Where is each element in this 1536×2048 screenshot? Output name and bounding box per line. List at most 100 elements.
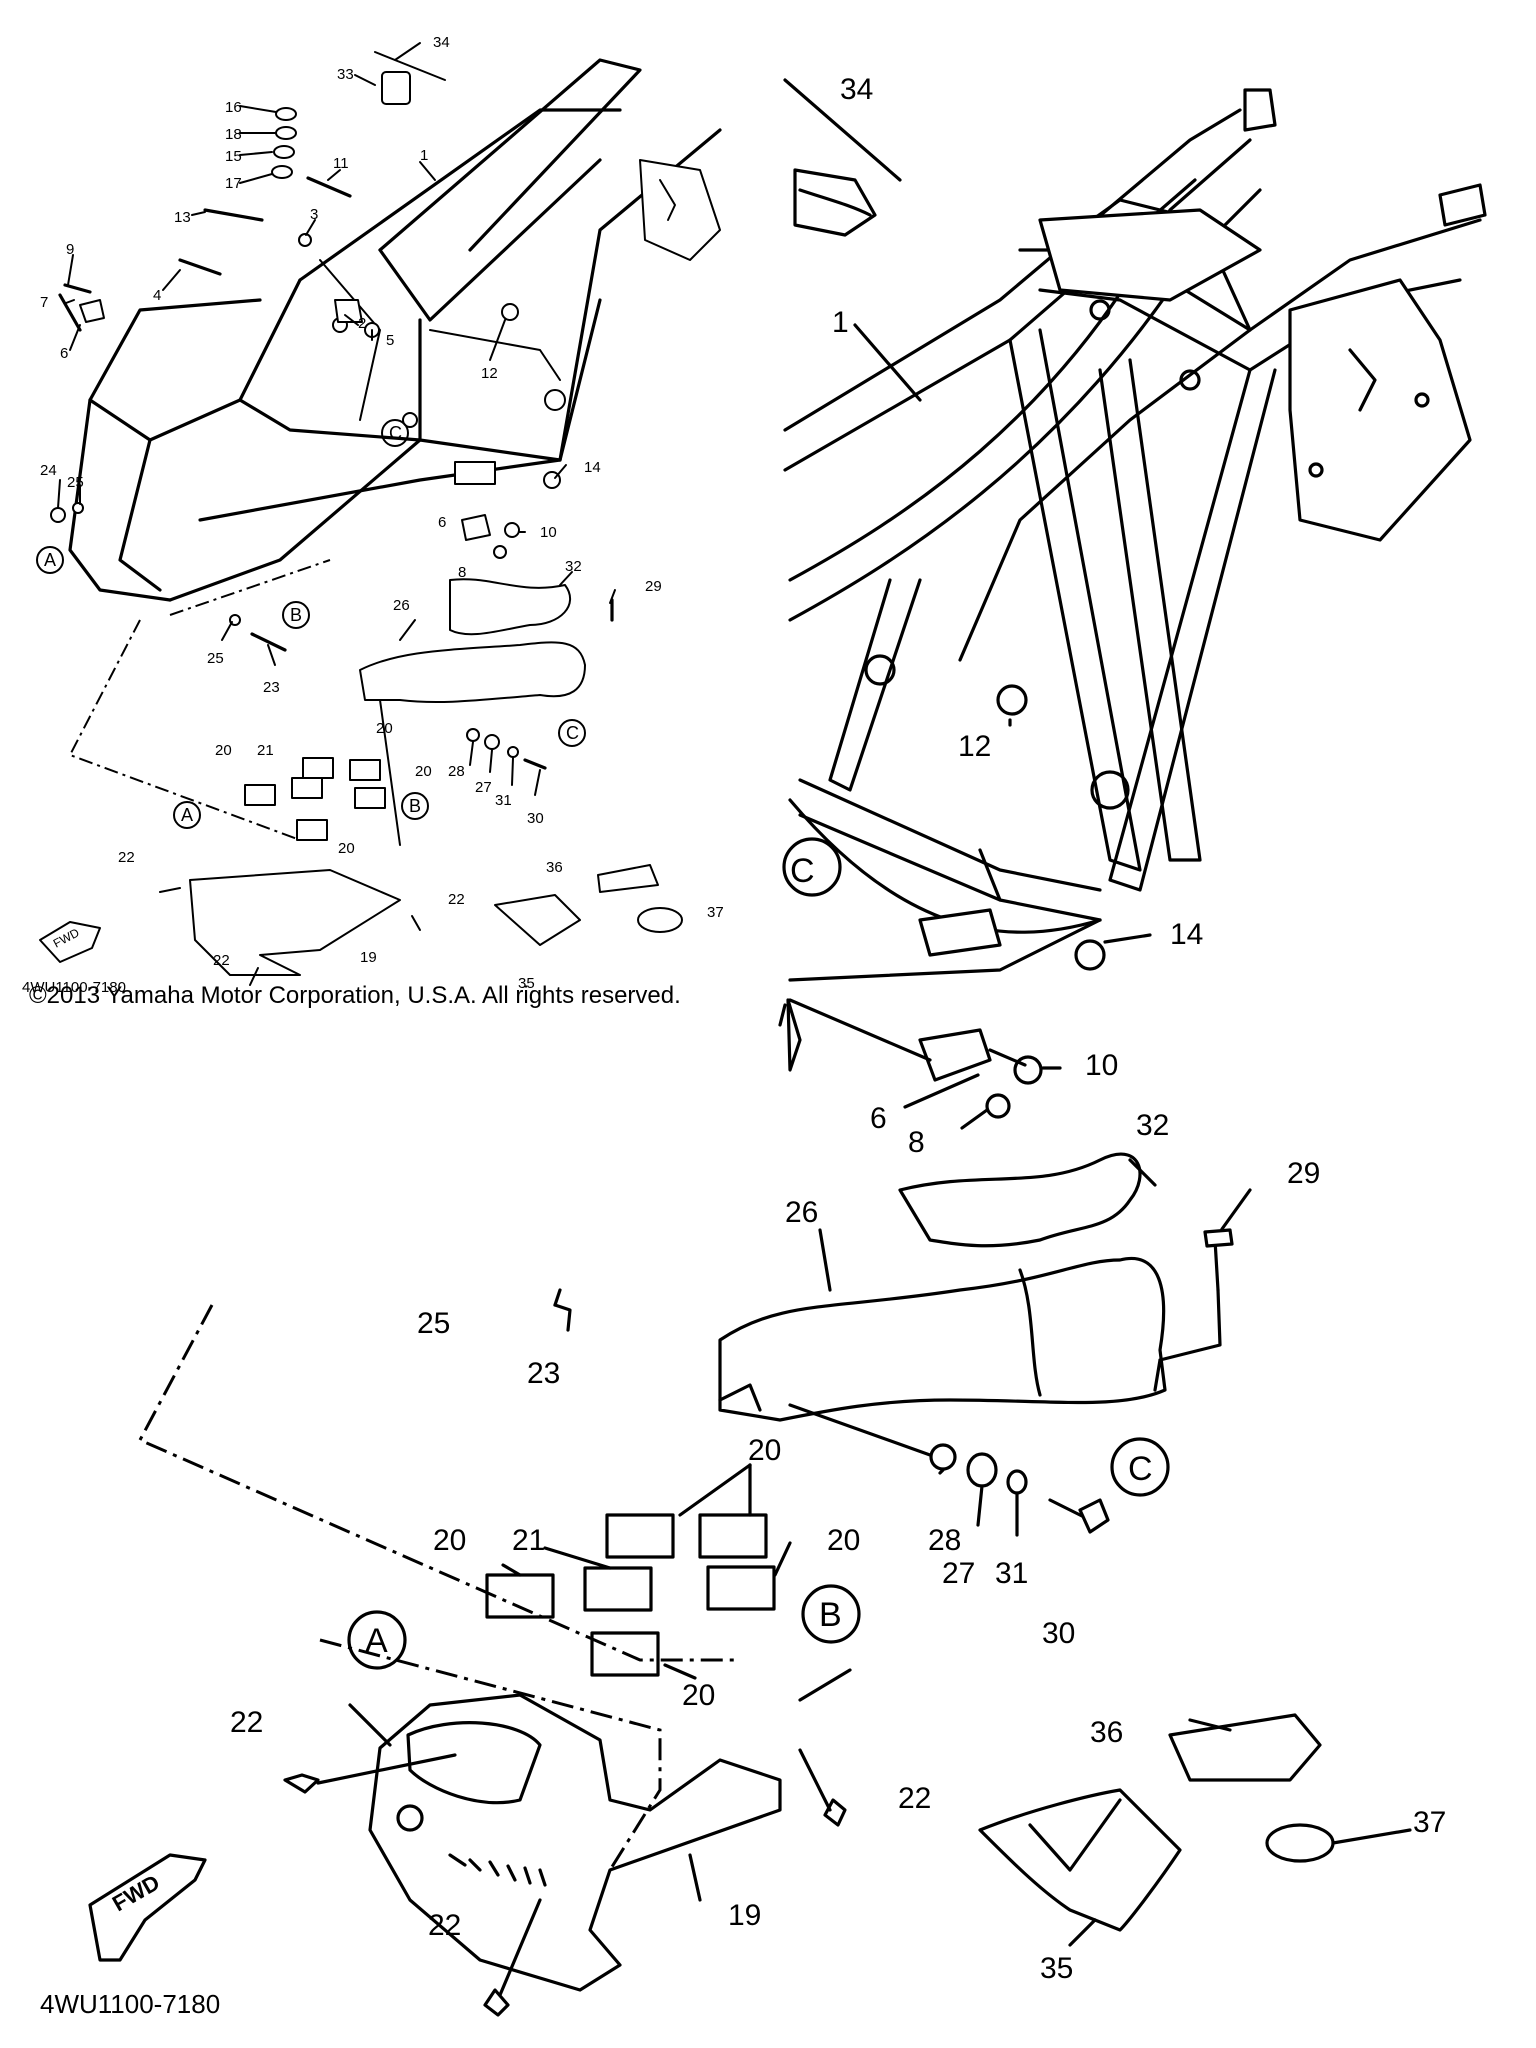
diagram-code-zoom: 4WU1100-7180 <box>40 1989 220 2019</box>
part-20b-block-zoom-icon <box>605 1513 675 1559</box>
part-6-plate-icon <box>79 299 105 323</box>
part-27-zoom-icon <box>966 1452 998 1488</box>
callout-23: 23 <box>263 679 280 696</box>
part-7-bolt-icon <box>58 293 82 332</box>
callout-19-zoom: 19 <box>728 1899 761 1932</box>
ref-c-zoom-partial-label: C <box>790 852 815 890</box>
part-36-zoom-icon <box>1168 1713 1322 1782</box>
callout-4: 4 <box>153 287 161 304</box>
part-32-pad-zoom-icon <box>898 1152 1142 1248</box>
callout-29-zoom: 29 <box>1287 1157 1320 1190</box>
callout-1: 1 <box>420 147 428 164</box>
callout-22a-zoom: 22 <box>230 1706 263 1739</box>
part-19-skid-icon <box>189 869 401 976</box>
part-20c-block-icon <box>349 759 381 781</box>
leader-lines-overview <box>57 42 616 846</box>
leader-lines-zoomed <box>348 323 1412 1947</box>
part-19-skid-zoom-icon <box>368 1693 782 1992</box>
callout-36-zoom: 36 <box>1090 1716 1123 1749</box>
part-27-icon <box>484 734 500 750</box>
part-23-bolt-icon <box>250 632 287 652</box>
callout-8: 8 <box>458 564 466 581</box>
callout-11: 11 <box>333 155 349 172</box>
part-21-block-zoom-icon <box>583 1566 653 1612</box>
callout-25b: 25 <box>207 650 224 667</box>
part-10-nut-icon <box>504 522 520 538</box>
callout-33: 33 <box>337 66 354 83</box>
callout-22a: 22 <box>118 849 135 866</box>
callout-25-zoom: 25 <box>417 1307 450 1340</box>
callout-20c-zoom: 20 <box>827 1524 860 1557</box>
callout-2: 2 <box>358 315 366 332</box>
callout-3: 3 <box>310 206 318 223</box>
ref-a2-circle <box>173 801 201 829</box>
zoomed-diagram: C <box>40 73 1487 2019</box>
ref-b-label: B <box>290 605 302 625</box>
part-36-icon <box>597 864 659 893</box>
callout-22c: 22 <box>213 952 230 969</box>
callout-31: 31 <box>495 792 512 809</box>
callout-22b-zoom: 22 <box>898 1782 931 1815</box>
callout-27-zoom: 27 <box>942 1557 975 1590</box>
part-22a-bolt-zoom-icon <box>283 1773 320 1794</box>
part-12-nut-icon <box>501 303 519 321</box>
part-31-icon <box>507 746 519 758</box>
ref-b2-label: B <box>409 796 421 816</box>
part-37-ring-icon <box>637 907 683 933</box>
part-20a-block-icon <box>244 784 276 806</box>
callout-6-zoom: 6 <box>870 1102 887 1135</box>
part-26-guard-icon <box>359 641 586 704</box>
part-20a-block-zoom-icon <box>485 1573 555 1619</box>
callout-7: 7 <box>40 294 48 311</box>
callout-22c-zoom: 22 <box>428 1909 461 1942</box>
ref-c2-circle <box>558 719 586 747</box>
callout-14-zoom: 14 <box>1170 918 1203 951</box>
fwd-arrow-icon <box>39 921 101 963</box>
callout-15: 15 <box>225 148 242 165</box>
callout-28: 28 <box>448 763 465 780</box>
ref-b2-circle <box>401 792 429 820</box>
callout-19: 19 <box>360 949 377 966</box>
callout-9: 9 <box>66 241 74 258</box>
callout-16: 16 <box>225 99 242 116</box>
callout-14: 14 <box>584 459 601 476</box>
ref-c-circle <box>381 419 409 447</box>
callout-10: 10 <box>540 524 557 541</box>
callout-26-zoom: 26 <box>785 1196 818 1229</box>
callout-20a: 20 <box>215 742 232 759</box>
part-13-bolt-icon <box>203 208 264 222</box>
part-26-guard-zoom-icon <box>718 1256 1167 1422</box>
part-35-icon <box>494 894 581 946</box>
callout-27: 27 <box>475 779 492 796</box>
part-31-zoom-icon <box>1006 1469 1028 1495</box>
part-21-block-icon <box>291 777 323 799</box>
callout-25a: 25 <box>67 474 84 491</box>
callout-10-zoom: 10 <box>1085 1049 1118 1082</box>
part-20c-block-zoom-icon <box>698 1513 768 1559</box>
callout-21-zoom: 21 <box>512 1524 545 1557</box>
ref-a-zoom-circle <box>347 1610 407 1670</box>
part-4-bolt-icon <box>178 258 222 276</box>
callout-30-zoom: 30 <box>1042 1617 1075 1650</box>
callout-20c: 20 <box>415 763 432 780</box>
callout-12-zoom: 12 <box>958 730 991 763</box>
part-20e-block-icon <box>296 819 328 841</box>
ref-c2-label: C <box>566 723 579 743</box>
part-35-zoom-icon <box>978 1788 1182 1932</box>
ref-b-zoom-label: B <box>819 1596 842 1634</box>
part-28-zoom-icon <box>929 1443 957 1471</box>
part-8-nut-icon <box>493 545 507 559</box>
part-22c-bolt-zoom-icon <box>483 1988 510 2017</box>
part-33-clip-icon <box>381 71 411 105</box>
callout-26: 26 <box>393 597 410 614</box>
copyright-notice: ©2013 Yamaha Motor Corporation, U.S.A. A… <box>29 982 681 1009</box>
part-24-icon <box>50 507 66 523</box>
part-2-icon <box>334 299 363 323</box>
lower-parts-zoomed <box>88 1152 1335 2017</box>
callout-36: 36 <box>546 859 563 876</box>
part-34-tie-icon <box>374 51 446 81</box>
part-8-nut-zoom-icon <box>985 1093 1011 1119</box>
callout-31-zoom: 31 <box>995 1557 1028 1590</box>
callout-32-zoom: 32 <box>1136 1109 1169 1142</box>
ref-c-zoom-partial-circle <box>782 837 842 897</box>
